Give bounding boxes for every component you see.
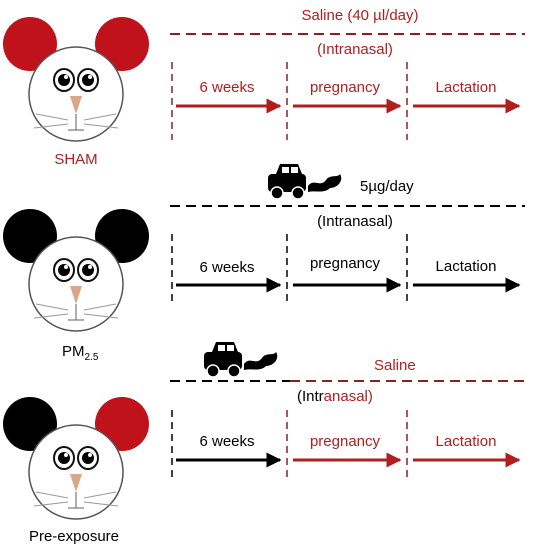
- sham-mouse-icon: [3, 17, 149, 142]
- group-label-pm25: PM2.5: [62, 343, 99, 363]
- stage-label: 6 weeks: [199, 259, 254, 276]
- stage-label: Lactation: [436, 258, 497, 275]
- pm25-mouse-icon: [3, 209, 149, 332]
- treatment-label-sham: Saline (40 µl/day): [301, 7, 418, 24]
- pre-exposure-mouse-icon: [3, 397, 149, 520]
- group-pm25: PM2.5 5µg/day (Intranasal) 6 weeks pregn…: [3, 163, 525, 363]
- route-label-pm25: (Intranasal): [317, 213, 393, 230]
- group-label-pre-exposure: Pre-exposure: [29, 528, 119, 545]
- group-pre-exposure: Pre-exposure Saline (Intranasal) 6 weeks…: [3, 341, 525, 545]
- route-label-sham: (Intranasal): [317, 41, 393, 58]
- car-exhaust-icon: [267, 163, 343, 200]
- stage-label: pregnancy: [310, 433, 381, 450]
- stage-label: pregnancy: [310, 255, 381, 272]
- stage-label: 6 weeks: [199, 79, 254, 96]
- group-sham: SHAM Saline (40 µl/day) (Intranasal) 6 w…: [3, 7, 525, 168]
- car-exhaust-icon: [203, 341, 279, 378]
- stage-label: pregnancy: [310, 79, 381, 96]
- route-label-pre-exposure: (Intranasal): [297, 388, 373, 405]
- group-label-sham: SHAM: [54, 151, 97, 168]
- stage-label: Lactation: [436, 433, 497, 450]
- treatment-label-pm25: 5µg/day: [360, 178, 414, 195]
- stage-label: 6 weeks: [199, 433, 254, 450]
- treatment-label-pre-exposure: Saline: [374, 357, 416, 374]
- stage-label: Lactation: [436, 79, 497, 96]
